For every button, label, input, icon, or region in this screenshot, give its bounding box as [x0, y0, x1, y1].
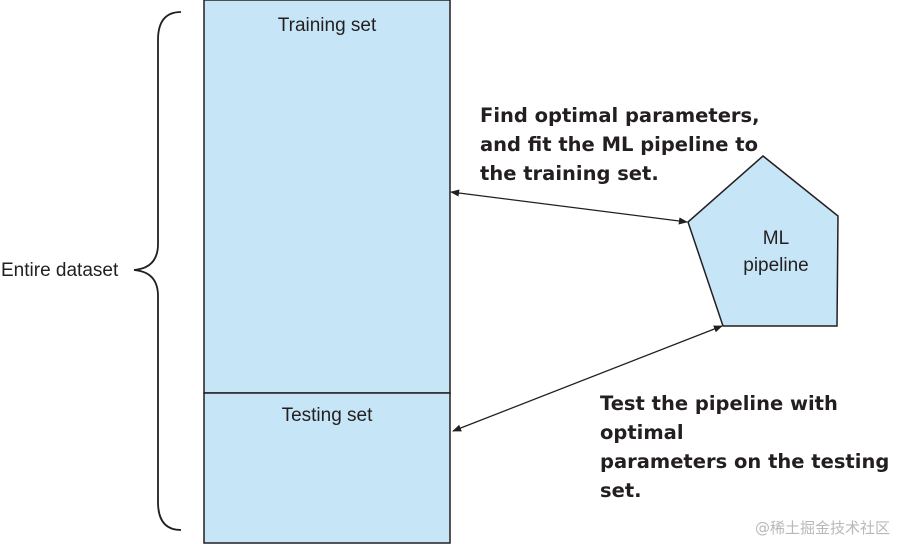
training-set-label: Training set: [277, 15, 377, 36]
ml-pipeline-label: ML pipeline: [720, 225, 832, 279]
fit-annotation-line-1: Find optimal parameters,: [480, 104, 760, 127]
watermark: @稀土掘金技术社区: [754, 519, 890, 537]
ml-pipeline-line-2: pipeline: [743, 255, 809, 276]
fit-annotation: Find optimal parameters, and fit the ML …: [480, 101, 780, 188]
training-set-box: [203, 0, 451, 394]
entire-dataset-label: Entire dataset: [1, 260, 119, 281]
fit-annotation-line-2: and fit the ML pipeline to: [480, 133, 758, 156]
testing-set-label: Testing set: [281, 405, 373, 426]
testing-arrow: [452, 325, 723, 432]
testing-set-box: [203, 392, 451, 544]
dataset-brace: [133, 11, 182, 531]
test-annotation: Test the pipeline with optimal parameter…: [600, 389, 896, 505]
test-annotation-line-2: parameters on the testing set.: [600, 450, 890, 502]
ml-pipeline-pentagon: [687, 155, 839, 327]
test-annotation-line-1: Test the pipeline with optimal: [600, 392, 838, 444]
fit-annotation-line-3: the training set.: [480, 162, 659, 185]
training-arrow: [450, 189, 688, 225]
ml-pipeline-line-1: ML: [762, 228, 790, 249]
